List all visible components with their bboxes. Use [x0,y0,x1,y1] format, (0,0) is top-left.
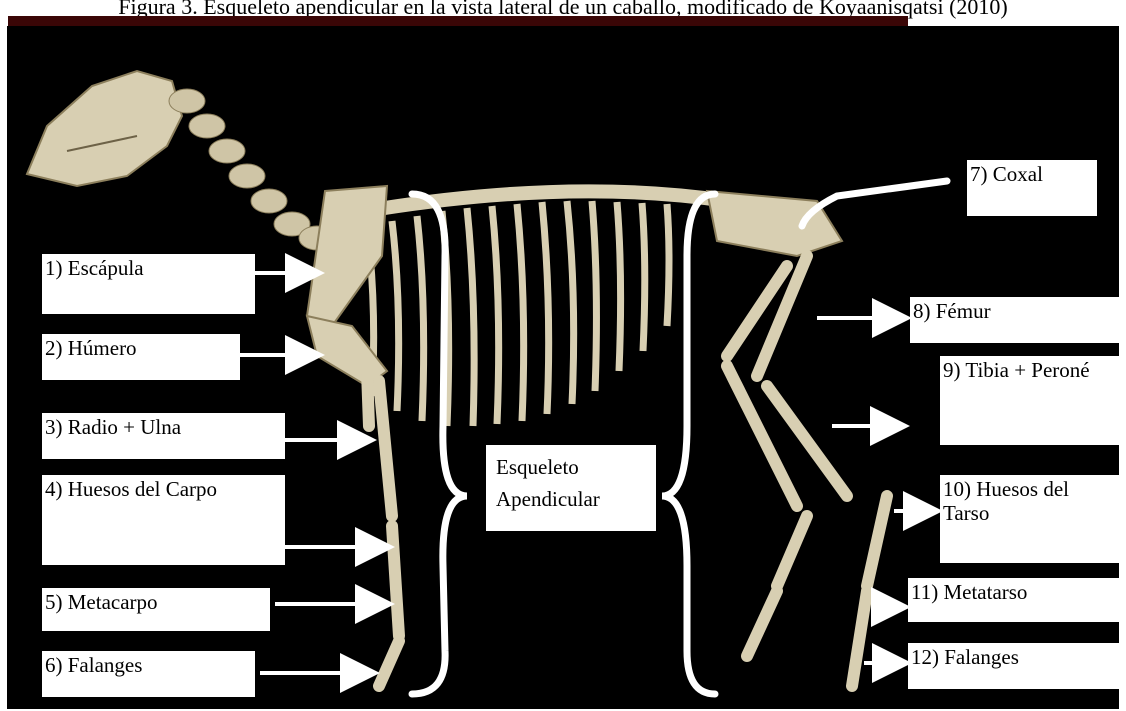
foreleg [367,371,399,686]
label-huesos-tarso: 10) Huesos del Tarso [940,475,1119,563]
center-label-line2: Apendicular [496,483,646,515]
label-femur: 8) Fémur [910,297,1119,343]
label-escapula: 1) Escápula [42,254,255,314]
hind-leg [727,256,887,686]
ribs [367,201,669,426]
label-metatarso: 11) Metatarso [908,578,1119,622]
center-label-line1: Esqueleto [496,451,646,483]
label-esqueleto-apendicular: Esqueleto Apendicular [486,445,656,531]
neck-vertebrae [169,89,335,250]
label-coxal: 7) Coxal [967,160,1097,216]
caption-band [8,16,908,26]
label-radio-ulna: 3) Radio + Ulna [42,413,285,459]
label-huesos-carpo: 4) Huesos del Carpo [42,475,285,565]
label-falanges-delanteras: 6) Falanges [42,651,255,697]
label-tibia-perone: 9) Tibia + Peroné [940,356,1119,445]
skull [27,71,182,186]
label-metacarpo: 5) Metacarpo [42,588,270,631]
label-falanges-traseras: 12) Falanges [908,643,1119,689]
label-humero: 2) Húmero [42,334,240,380]
